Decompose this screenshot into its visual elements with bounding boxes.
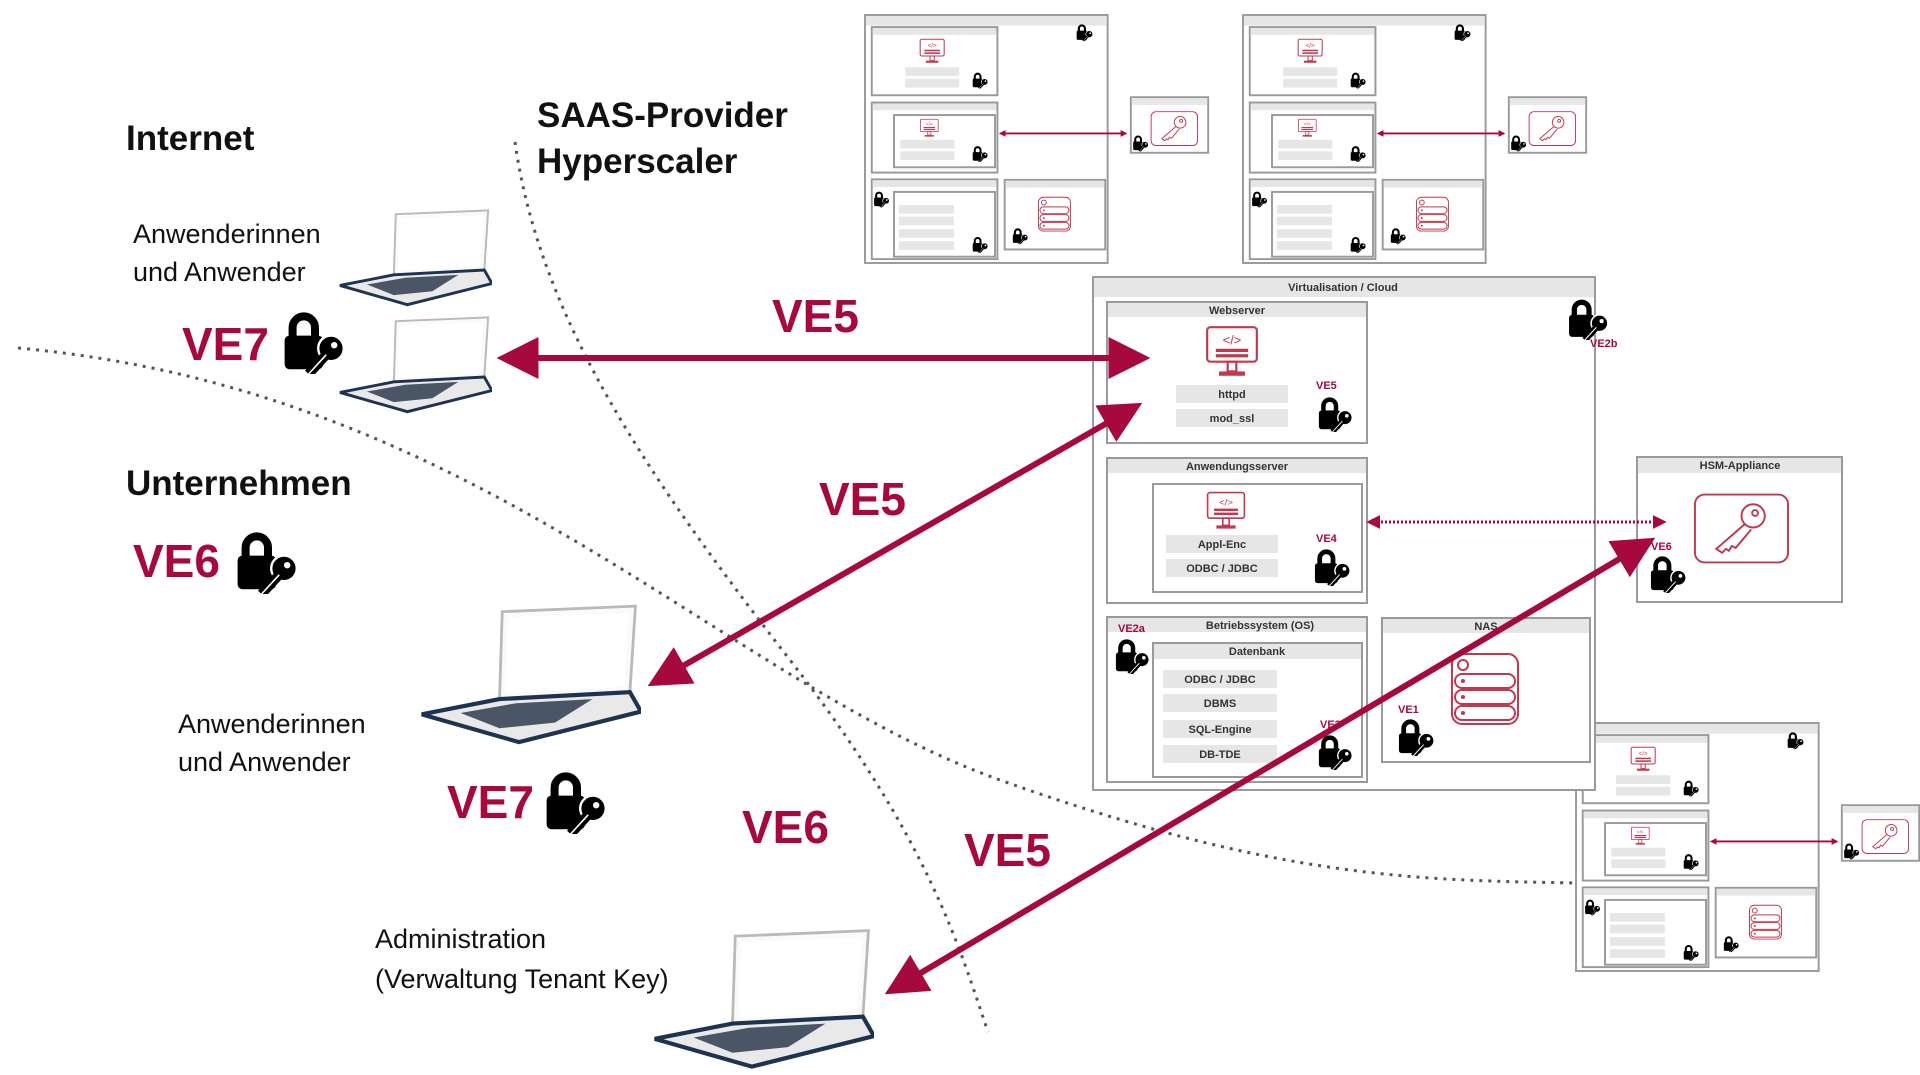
database-item: DB-TDE <box>1199 749 1241 761</box>
webserver-ve-label: VE5 <box>1316 380 1337 392</box>
internet-users-ve-label: VE7 <box>182 318 269 370</box>
boundary-saas-provider <box>513 141 990 1033</box>
database-title: Datenbank <box>1229 646 1286 658</box>
tenant-replica-2 <box>1243 15 1586 263</box>
appserver-title: Anwendungsserver <box>1186 461 1289 473</box>
appserver-ve-label: VE4 <box>1316 533 1338 545</box>
internet-users-line2: und Anwender <box>133 257 306 287</box>
boundary-ve-label: VE6 <box>742 801 829 853</box>
admin-line1: Administration <box>375 924 546 954</box>
internet-users-line1: Anwenderinnen <box>133 219 321 249</box>
company-users-ve-label: VE7 <box>447 776 534 828</box>
hsm-title: HSM-Appliance <box>1700 460 1781 472</box>
connection-ve-label: VE5 <box>964 824 1051 876</box>
appserver-item: ODBC / JDBC <box>1186 563 1258 575</box>
lock-key-icon <box>238 536 297 594</box>
appserver-box: Anwendungsserver Appl-Enc ODBC / JDBC VE… <box>1106 457 1368 604</box>
connection-admin-hsm <box>884 537 1656 995</box>
tenant-replica-1 <box>865 15 1208 263</box>
tenant-replica-3 <box>1576 723 1919 971</box>
nas-ve-label: VE1 <box>1398 704 1419 716</box>
cloud-ve-label: VE2b <box>1590 338 1618 350</box>
connection-ve-label: VE5 <box>772 290 859 342</box>
key-icon <box>1693 493 1790 564</box>
lock-key-icon <box>1569 302 1608 340</box>
zone-company-label: Unternehmen <box>126 464 352 503</box>
admin-line2: (Verwaltung Tenant Key) <box>375 964 669 994</box>
laptop-icon <box>338 209 492 307</box>
lock-key-icon <box>285 316 344 374</box>
company-ve-label: VE6 <box>133 535 220 587</box>
os-box: Betriebssystem (OS) VE2a Datenbank ODBC … <box>1106 616 1368 783</box>
cloud-title: Virtualisation / Cloud <box>1288 282 1398 294</box>
os-title: Betriebssystem (OS) <box>1206 620 1315 632</box>
os-ve-label: VE2a <box>1118 623 1146 635</box>
company-users-line1: Anwenderinnen <box>178 709 366 739</box>
appserver-item: Appl-Enc <box>1198 539 1246 551</box>
laptop-icon <box>338 316 492 414</box>
zone-internet-label: Internet <box>126 119 255 158</box>
hsm-ve-label: VE6 <box>1651 541 1672 553</box>
laptop-icon <box>655 931 874 1067</box>
database-item: DBMS <box>1204 698 1236 710</box>
database-box: Datenbank ODBC / JDBC DBMS SQL-Engine DB… <box>1152 642 1363 778</box>
webserver-title: Webserver <box>1209 305 1266 317</box>
webserver-item: mod_ssl <box>1210 413 1255 425</box>
laptop-icon <box>422 606 641 742</box>
lock-key-icon <box>547 776 606 834</box>
hsm-appliance-box: HSM-Appliance VE6 <box>1636 456 1843 603</box>
company-users-line2: und Anwender <box>178 747 351 777</box>
webserver-item: httpd <box>1218 389 1245 401</box>
database-server-icon <box>1451 653 1519 725</box>
database-item: SQL-Engine <box>1189 724 1252 736</box>
zone-saas-label-line2: Hyperscaler <box>537 142 738 181</box>
connection-company-webserver <box>647 402 1143 687</box>
database-item: ODBC / JDBC <box>1184 674 1256 686</box>
webserver-box: Webserver httpd mod_ssl VE5 <box>1106 301 1368 444</box>
zone-saas-label-line1: SAAS-Provider <box>537 96 788 135</box>
connection-ve-label: VE5 <box>819 473 906 525</box>
